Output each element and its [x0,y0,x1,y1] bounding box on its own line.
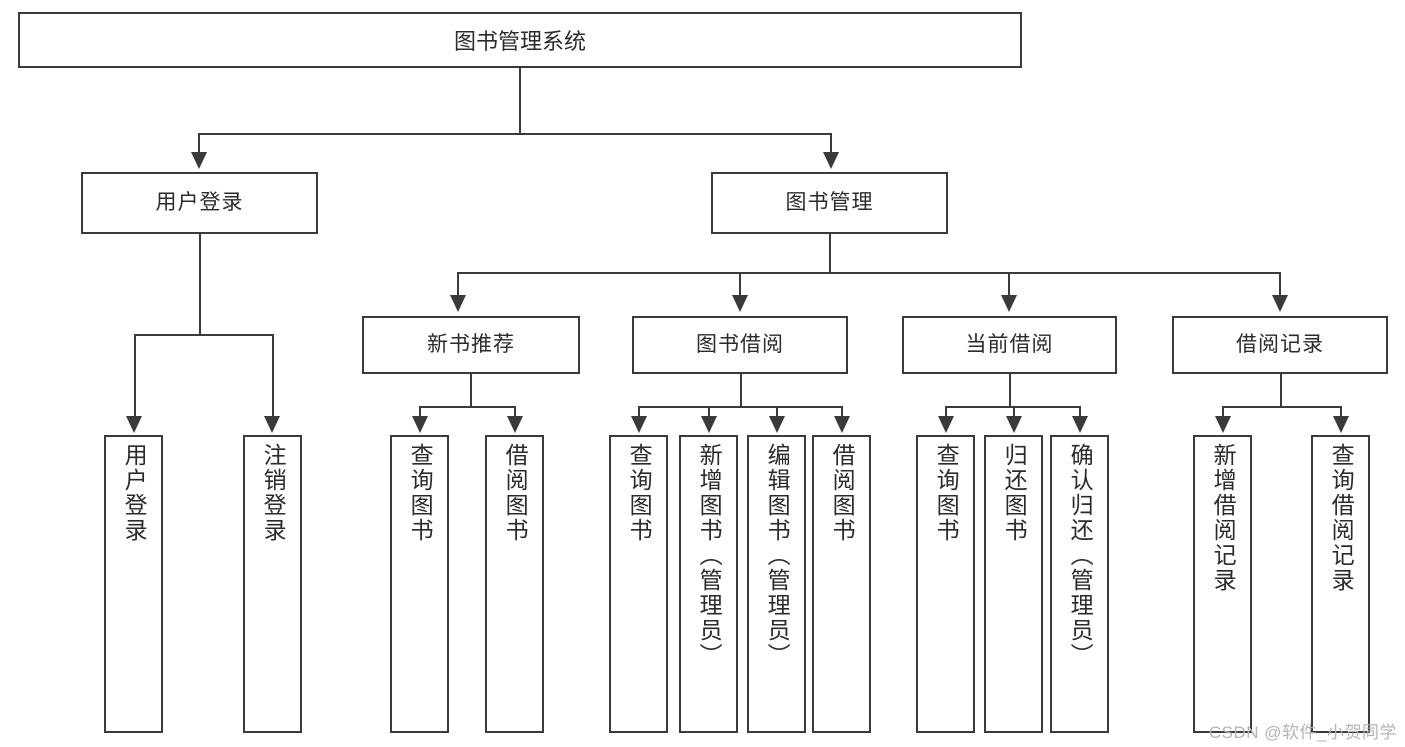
arrowhead-leaf-book-borrow-2 [769,416,785,433]
connector-drop-level3-0 [457,272,459,297]
leaf-current-borrow-0[interactable]: 查询图书 [916,435,975,733]
leaf-label: 编辑图书（管理员） [764,443,791,668]
connector-drop-leaf-book-borrow-0 [638,406,640,418]
connector-new-book-stem [470,374,472,406]
connector-drop-book-manage [830,133,832,155]
connector-borrow-record-stem [1280,374,1282,406]
leaf-label: 查询图书 [626,443,653,543]
connector-level3-bus [457,272,1280,274]
connector-drop-level3-2 [1008,272,1010,297]
arrowhead-leaf-borrow-record-1 [1333,416,1349,433]
node-current-borrow[interactable]: 当前借阅 [902,316,1117,374]
connector-current-borrow-bus [945,406,1079,408]
leaf-borrow-record-0[interactable]: 新增借阅记录 [1193,435,1252,733]
connector-drop-leaf-user-login-1 [272,334,274,418]
arrowhead-level3-3 [1272,295,1288,312]
leaf-user-login-1[interactable]: 注销登录 [243,435,302,733]
connector-drop-level3-1 [739,272,741,297]
node-label: 借阅记录 [1236,333,1324,357]
connector-drop-leaf-book-borrow-2 [776,406,778,418]
connector-level2-bus [198,133,831,135]
node-user-login[interactable]: 用户登录 [81,172,318,234]
connector-drop-leaf-new-book-0 [419,406,421,418]
connector-drop-leaf-book-borrow-3 [841,406,843,418]
arrowhead-level3-2 [1001,295,1017,312]
node-label: 图书借阅 [696,333,784,357]
leaf-label: 注销登录 [260,443,287,543]
arrowhead-leaf-current-borrow-1 [1006,416,1022,433]
connector-user-login-stem [199,234,201,334]
connector-drop-leaf-new-book-1 [514,406,516,418]
watermark-text: CSDN @软件_小贺同学 [1208,723,1397,742]
node-label: 新书推荐 [427,333,515,357]
leaf-book-borrow-3[interactable]: 借阅图书 [812,435,871,733]
connector-drop-leaf-borrow-record-1 [1340,406,1342,418]
leaf-current-borrow-1[interactable]: 归还图书 [984,435,1043,733]
node-root-system[interactable]: 图书管理系统 [18,12,1022,68]
leaf-label: 新增借阅记录 [1210,443,1237,593]
leaf-new-book-recommend-0[interactable]: 查询图书 [390,435,449,733]
leaf-new-book-recommend-1[interactable]: 借阅图书 [485,435,544,733]
connector-drop-user-login [198,133,200,155]
node-borrow-record[interactable]: 借阅记录 [1172,316,1388,374]
node-label: 当前借阅 [965,333,1054,357]
leaf-label: 确认归还（管理员） [1067,443,1094,668]
connector-book-borrow-bus [638,406,841,408]
connector-drop-leaf-current-borrow-1 [1013,406,1015,418]
arrowhead-leaf-borrow-record-0 [1215,416,1231,433]
connector-new-book-bus [419,406,514,408]
leaf-label: 借阅图书 [829,443,856,543]
arrowhead-leaf-current-borrow-0 [938,416,954,433]
connector-book-manage-stem [829,234,831,272]
leaf-user-login-0[interactable]: 用户登录 [104,435,163,733]
connector-borrow-record-bus [1222,406,1340,408]
node-label: 用户登录 [155,191,244,215]
arrowhead-book-manage [823,152,839,169]
arrowhead-level3-1 [732,295,748,312]
leaf-label: 归还图书 [1001,443,1028,543]
arrowhead-leaf-user-login-1 [264,416,280,433]
leaf-label: 查询图书 [407,443,434,543]
connector-drop-level3-3 [1279,272,1281,297]
leaf-book-borrow-0[interactable]: 查询图书 [609,435,668,733]
arrowhead-leaf-current-borrow-2 [1072,416,1088,433]
node-book-manage[interactable]: 图书管理 [711,172,948,234]
leaf-label: 新增图书（管理员） [696,443,723,668]
connector-drop-leaf-user-login-0 [134,334,136,418]
connector-drop-leaf-current-borrow-2 [1079,406,1081,418]
leaf-label: 借阅图书 [502,443,529,543]
arrowhead-leaf-book-borrow-1 [701,416,717,433]
connector-book-borrow-stem [740,374,742,406]
connector-drop-leaf-borrow-record-0 [1222,406,1224,418]
leaf-borrow-record-1[interactable]: 查询借阅记录 [1311,435,1370,733]
leaf-label: 用户登录 [121,443,148,543]
arrowhead-user-login [191,152,207,169]
connector-root-stem [519,68,521,133]
connector-current-borrow-stem [1009,374,1011,406]
leaf-book-borrow-1[interactable]: 新增图书（管理员） [679,435,738,733]
connector-drop-leaf-book-borrow-1 [708,406,710,418]
leaf-label: 查询图书 [933,443,960,543]
connector-user-login-bus [134,334,272,336]
node-label: 图书管理系统 [453,29,586,54]
arrowhead-leaf-new-book-0 [412,416,428,433]
leaf-book-borrow-2[interactable]: 编辑图书（管理员） [747,435,806,733]
connector-drop-leaf-current-borrow-0 [945,406,947,418]
arrowhead-leaf-book-borrow-3 [834,416,850,433]
leaf-label: 查询借阅记录 [1328,443,1355,593]
arrowhead-leaf-user-login-0 [126,416,142,433]
node-book-borrow[interactable]: 图书借阅 [632,316,848,374]
node-label: 图书管理 [785,191,874,215]
arrowhead-level3-0 [450,295,466,312]
arrowhead-leaf-new-book-1 [507,416,523,433]
node-new-book-recommend[interactable]: 新书推荐 [362,316,580,374]
leaf-current-borrow-2[interactable]: 确认归还（管理员） [1050,435,1109,733]
arrowhead-leaf-book-borrow-0 [631,416,647,433]
